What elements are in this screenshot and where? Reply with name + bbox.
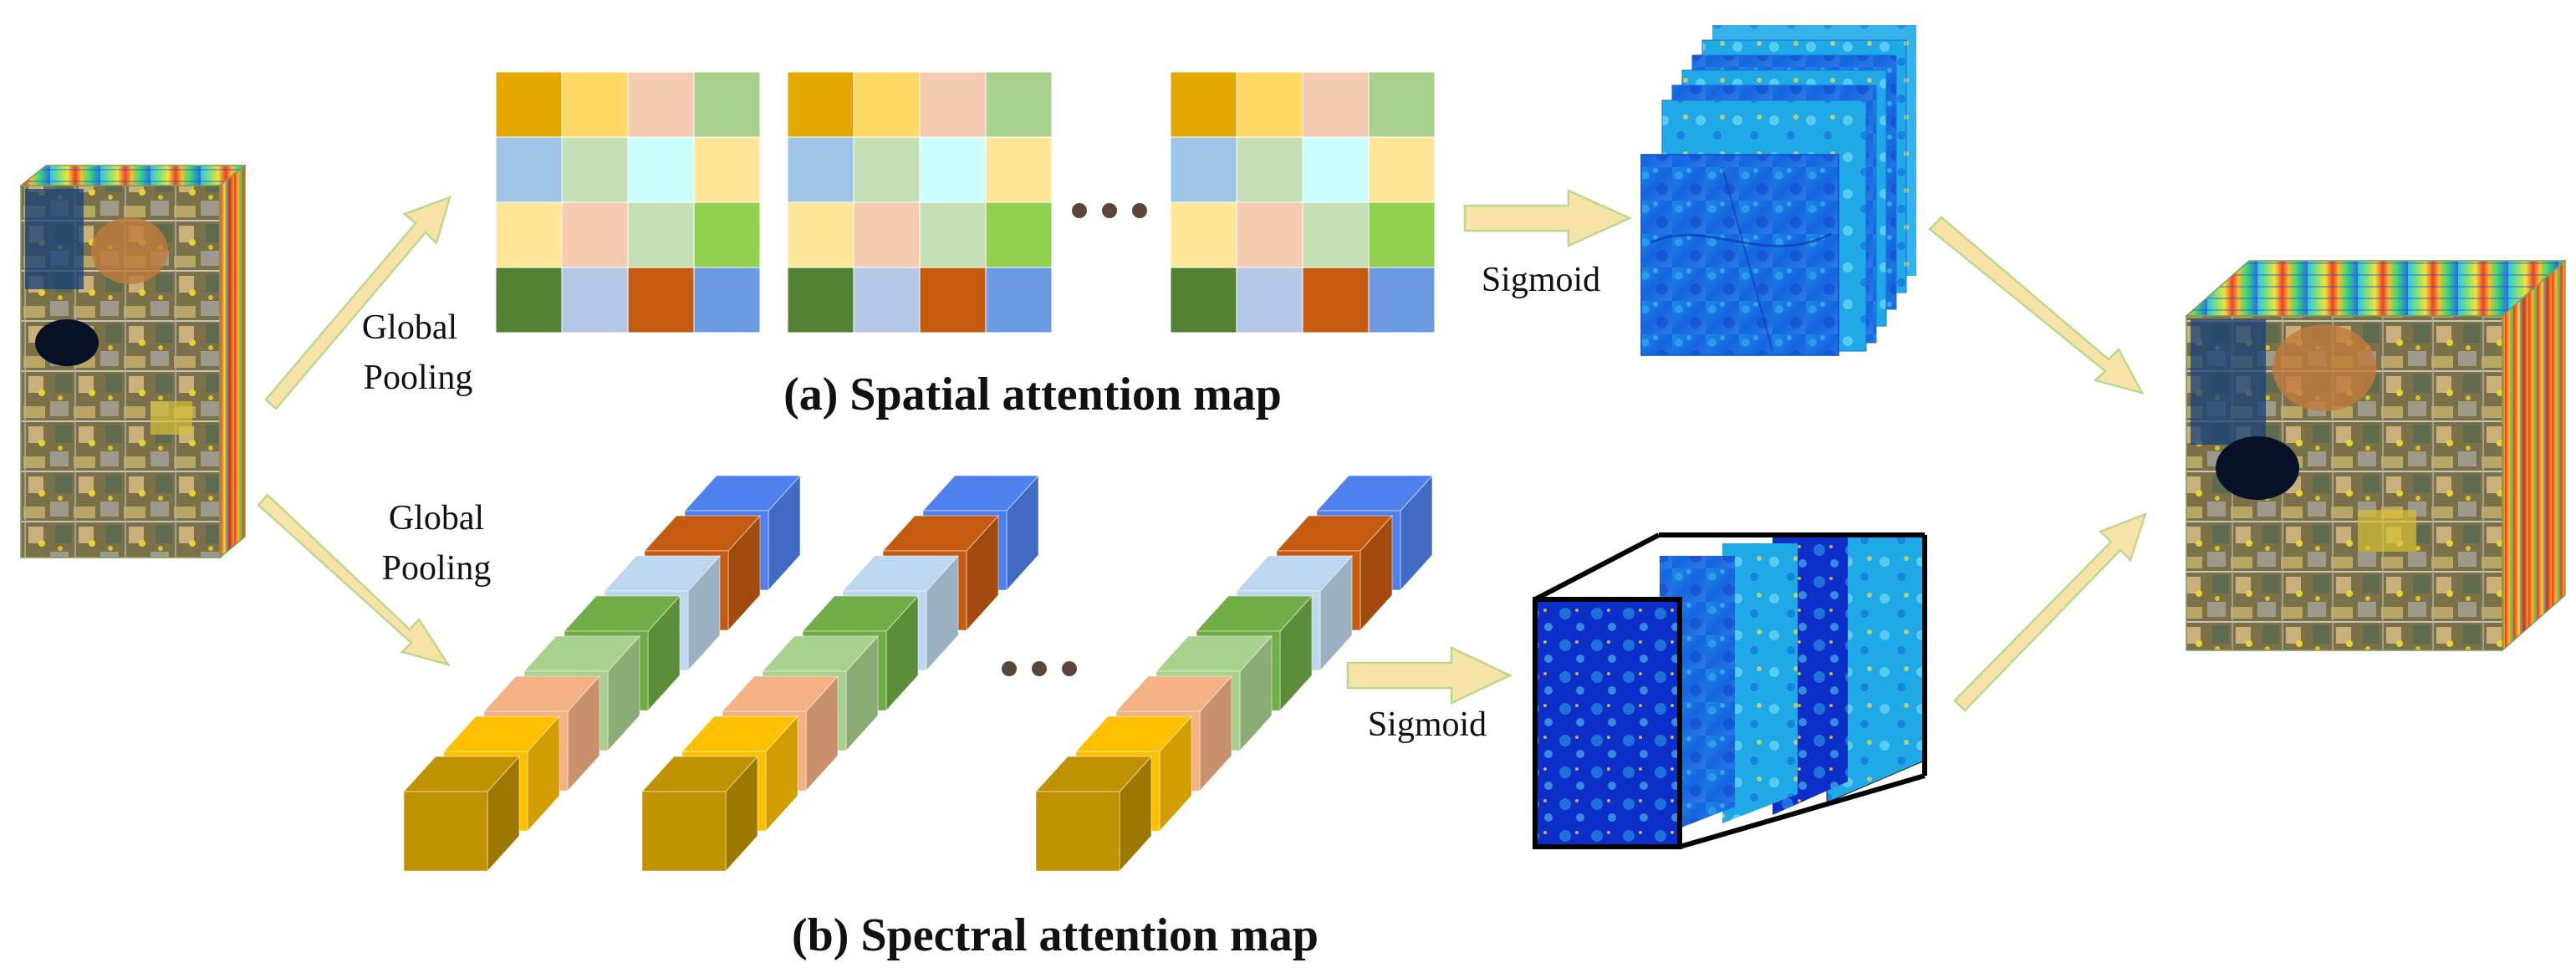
ellipsis-bottom (1002, 661, 1077, 676)
arrow-spatial-to-sigmoid (1463, 189, 1633, 247)
spatial-grid-cell (1368, 267, 1436, 334)
spatial-grid-cell (1302, 71, 1370, 138)
spectral-attention-bar (402, 474, 802, 873)
spatial-grid-group (495, 71, 1436, 334)
caption-spatial-attention: (a) Spatial attention map (783, 369, 1282, 420)
spatial-grid-cell (627, 136, 695, 203)
spectral-attention-bar (1034, 474, 1434, 873)
output-hsi-cube (2185, 259, 2567, 652)
spatial-grid-cell (1236, 71, 1303, 138)
spectral-attention-bar (640, 474, 1040, 873)
spatial-grid-cell (1236, 267, 1303, 334)
spatial-grid-cell (1170, 136, 1237, 203)
spatial-grid-cell (693, 71, 761, 138)
spatial-grid-cell (853, 201, 921, 268)
spatial-grid-cell (787, 267, 854, 334)
spatial-grid-cell (627, 267, 695, 334)
spatial-grid-cell (693, 267, 761, 334)
spatial-grid-cell (495, 71, 563, 138)
spatial-grid-cell (1368, 136, 1436, 203)
arrow-spectral-to-output (1953, 512, 2148, 712)
spatial-grid-cell (495, 267, 563, 334)
spatial-grid-cell (561, 201, 629, 268)
spatial-grid-cell (787, 71, 854, 138)
arrow-spatial-to-output (1928, 216, 2145, 395)
global-pooling-top-line1: Global (362, 308, 457, 347)
spatial-grid-cell (787, 136, 854, 203)
ellipsis-top (1072, 203, 1147, 218)
spatial-grid-cell (1368, 71, 1436, 138)
arrow-spectral-to-sigmoid (1346, 646, 1512, 705)
spatial-grid-cell (985, 267, 1053, 334)
spatial-grid-cell (495, 136, 563, 203)
spatial-weight-stack (1640, 25, 1916, 356)
spectral-segment-front (1035, 791, 1120, 872)
spatial-grid-cell (627, 71, 695, 138)
spatial-grid-cell (853, 136, 921, 203)
spatial-grid-cell (1170, 201, 1237, 268)
spatial-grid-cell (1170, 267, 1237, 334)
spatial-grid-cell (495, 201, 563, 268)
spatial-grid-cell (1302, 136, 1370, 203)
sigmoid-label-top: Sigmoid (1482, 261, 1600, 299)
spatial-grid-cell (787, 201, 854, 268)
arrow-to-spatial (264, 195, 451, 410)
spatial-grid-cell (919, 267, 987, 334)
spatial-grid-cell (919, 201, 987, 268)
spatial-grid-cell (1302, 201, 1370, 268)
global-pooling-top-line2: Pooling (364, 359, 473, 397)
global-pooling-label-top: Global Pooling (362, 308, 473, 397)
arrow-to-spectral (257, 493, 451, 667)
spectral-weight-box (1533, 532, 1927, 849)
caption-spectral-attention: (b) Spectral attention map (792, 909, 1319, 961)
spatial-grid-cell (1302, 267, 1370, 334)
spatial-grid-cell (985, 71, 1053, 138)
spatial-attention-grid (1170, 71, 1436, 334)
spatial-grid-cell (693, 136, 761, 203)
spatial-grid-cell (693, 201, 761, 268)
spatial-attention-grid (495, 71, 761, 334)
global-pooling-bottom-line1: Global (389, 499, 484, 537)
input-hsi-cube (18, 164, 247, 559)
spatial-grid-cell (919, 136, 987, 203)
spatial-grid-cell (985, 201, 1053, 268)
global-pooling-bottom-line2: Pooling (382, 549, 492, 588)
spatial-grid-cell (1368, 201, 1436, 268)
spectral-segment-front (403, 791, 488, 872)
spectral-segment-front (641, 791, 727, 872)
spatial-grid-cell (919, 71, 987, 138)
spatial-grid-cell (561, 267, 629, 334)
spatial-grid-cell (561, 136, 629, 203)
spatial-grid-cell (853, 267, 921, 334)
spatial-attention-grid (787, 71, 1053, 334)
spatial-grid-cell (561, 71, 629, 138)
spatial-grid-cell (1236, 136, 1303, 203)
spatial-grid-cell (1170, 71, 1237, 138)
spatial-grid-cell (627, 201, 695, 268)
spatial-grid-cell (853, 71, 921, 138)
global-pooling-label-bottom: Global Pooling (382, 499, 492, 588)
spatial-grid-cell (1236, 201, 1303, 268)
sigmoid-label-bottom: Sigmoid (1368, 705, 1487, 744)
spectral-bar-group (402, 474, 1434, 873)
spatial-grid-cell (985, 136, 1053, 203)
